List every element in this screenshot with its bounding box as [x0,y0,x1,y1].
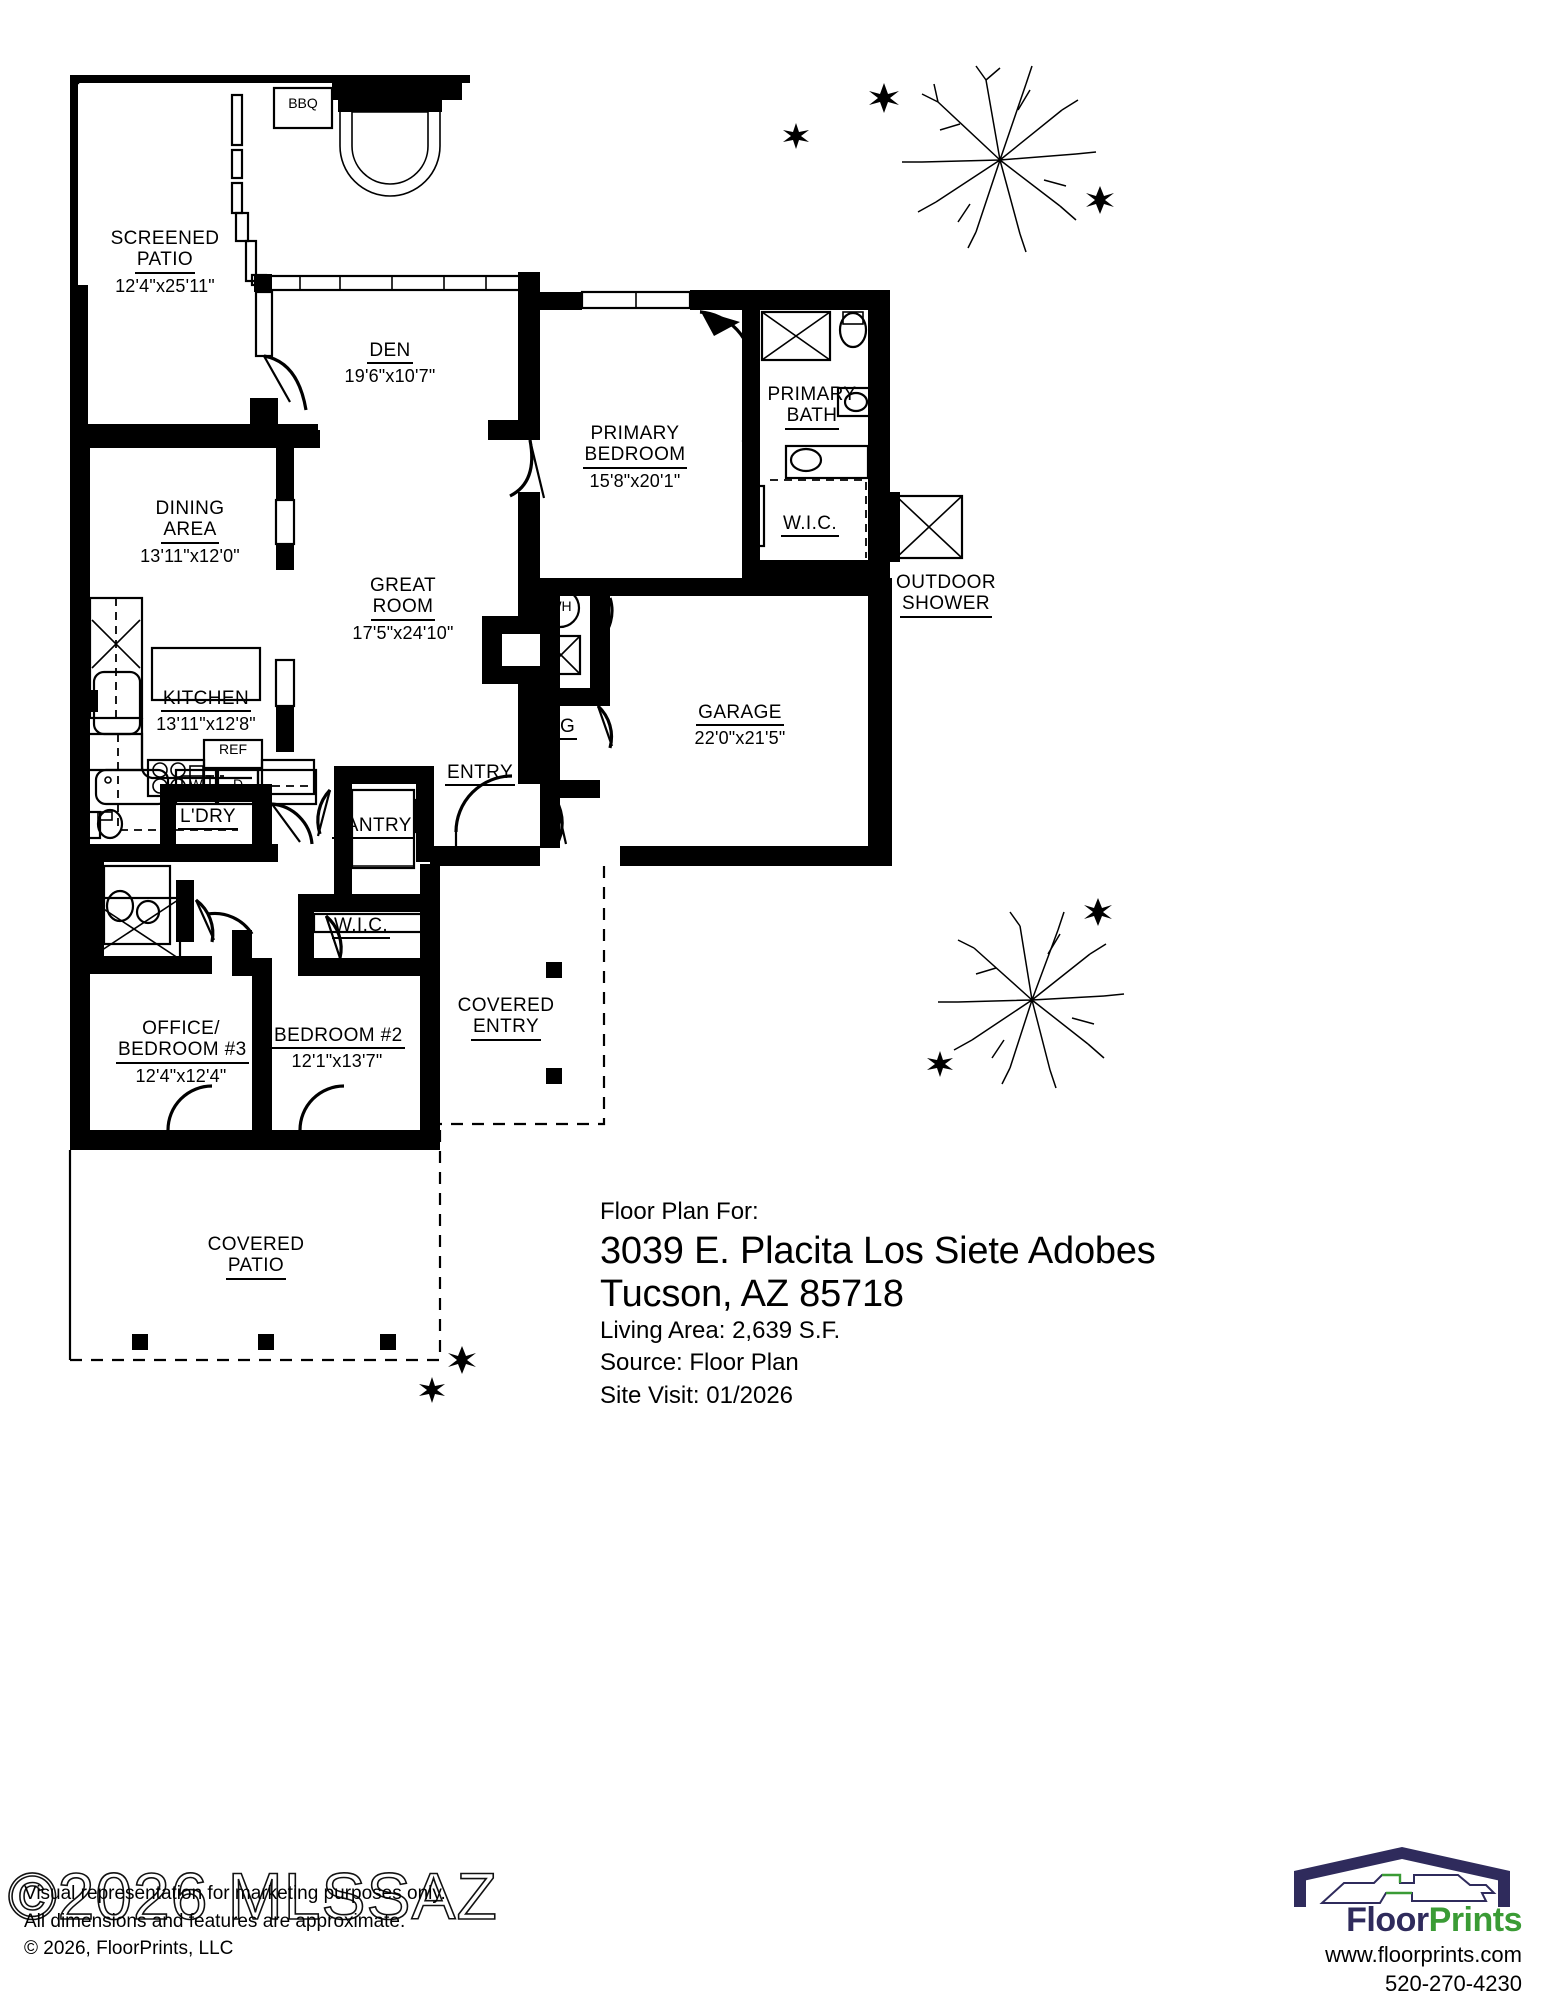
property-address-line2: Tucson, AZ 85718 [600,1272,904,1315]
room-name-line1: L'DRY [178,806,238,831]
title-intro: Floor Plan For: [600,1198,759,1225]
room-label-covered-entry: COVERED ENTRY [443,995,569,1041]
wordmark-part-floor: Floor [1346,1901,1429,1939]
room-label-outdoor-shower: OUTDOOR SHOWER [884,572,1008,618]
room-label-office-bedroom-3: OFFICE/ BEDROOM #3 12'4"x12'4" [116,1018,249,1086]
company-phone[interactable]: 520-270-4230 [1384,1970,1522,1996]
room-name-line2: SHOWER [900,593,992,618]
room-name-line1: KITCHEN [160,688,252,713]
hall-wic [207,894,438,976]
room-name-line1: GREAT [369,575,437,596]
room-dimension: 13'11"x12'0" [140,545,240,566]
room-name-line1: ENTRY [444,762,516,787]
room-name-line1: GARAGE [696,702,784,727]
floorprints-logo-block[interactable]: FloorPrints www.floorprints.com 520-270-… [1022,1845,1523,1998]
room-name-line1: STG [532,716,578,741]
room-name-line1: DINING [155,498,225,519]
room-label-entry: ENTRY [440,762,520,787]
room-label-primary-bath: PRIMARY BATH [757,384,867,430]
covered-entry-outline [438,866,606,1126]
room-name-line2: PATIO [134,249,196,274]
room-label-kitchen: KITCHEN 13'11"x12'8" [141,688,271,734]
company-website[interactable]: www.floorprints.com [1325,1942,1522,1967]
shrub-cluster [419,83,1114,1403]
primary-bath-fixtures [741,310,876,558]
garage-walls [539,578,892,866]
room-label-bedroom-2: BEDROOM #2 12'1"x13'7" [272,1025,405,1072]
wordmark-part-prints: Prints [1428,1901,1523,1939]
room-name-line2: BATH [784,405,840,430]
room-label-great-room: GREAT ROOM 17'5"x24'10" [338,575,468,643]
room-dimension: 13'11"x12'8" [156,714,256,735]
room-label-pantry: PANTRY [328,815,418,840]
lower-bedrooms-walls [70,780,440,1150]
room-name-line2: ENTRY [470,1016,542,1041]
laundry-fixtures [174,768,318,845]
room-label-wic-primary: W.I.C. [760,513,860,538]
floorprints-wordmark: FloorPrints [1022,1903,1522,1937]
room-name-line2: PATIO [225,1255,287,1280]
site-visit-date: Site Visit: 01/2026 [600,1381,794,1409]
room-label-covered-patio: COVERED PATIO [193,1234,319,1280]
fixture-label-bbq: BBQ [288,95,318,111]
room-label-garage: GARAGE 22'0"x21'5" [675,702,805,748]
room-name-line1: OUTDOOR [896,572,996,593]
room-name-line1: PANTRY [332,815,414,840]
bbq-counter [272,78,462,197]
room-dimension: 22'0"x21'5" [694,728,786,749]
room-name-line1: W.I.C. [780,513,840,538]
room-name-line1: W.I.C. [331,915,391,940]
room-name-line2: BEDROOM #3 [116,1039,249,1064]
room-dimension: 12'4"x12'4" [135,1065,227,1086]
primary-bedroom-walls [540,290,890,580]
room-name-line1: OFFICE/ [142,1018,220,1039]
room-name-line1: COVERED [457,995,555,1016]
room-label-laundry: L'DRY [168,806,248,831]
screen-wall [230,93,268,287]
hall-bath-fixtures [86,862,216,974]
room-label-wic-hall: W.I.C. [316,915,406,940]
room-name-line2: ROOM [370,596,436,621]
room-dimension: 15'8"x20'1" [589,470,681,491]
room-name-line2: BEDROOM [582,444,688,469]
title-block: Floor Plan For: 3039 E. Placita Los Siet… [600,1198,1160,1412]
fixture-label-refrigerator: REF [219,741,247,757]
room-label-den: DEN 19'6"x10'7" [325,340,455,386]
tree-large-bottom [938,911,1125,1089]
covered-patio-outline [68,1130,442,1362]
room-dimension: 12'4"x25'11" [115,275,215,296]
property-address-line1: 3039 E. Placita Los Siete Adobes [600,1230,1156,1272]
fixture-label-water-heater: WH [548,598,572,614]
room-label-primary-bedroom: PRIMARY BEDROOM 15'8"x20'1" [570,423,700,491]
room-dimension: 19'6"x10'7" [344,366,436,387]
outdoor-shower [890,492,964,562]
room-label-screened-patio: SCREENED PATIO 12'4"x25'11" [100,228,230,296]
room-name-line1: BEDROOM #2 [272,1025,405,1050]
room-label-stg: STG [527,716,583,741]
room-name-line1: PRIMARY [590,423,680,444]
copyright-line: © 2026, FloorPrints, LLC [24,1938,234,1960]
fixture-label-dryer: D [232,776,244,792]
house-roof-icon [1294,1847,1510,1907]
room-name-line1: DEN [367,340,413,365]
fixture-label-washer: W [189,776,203,792]
disclaimer-footer: Visual representation for marketing purp… [24,1880,446,1963]
dining-walls [70,424,318,780]
tree-large-top [902,65,1097,253]
room-name-line1: SCREENED [110,228,220,249]
disclaimer-line-2: All dimensions and features are approxim… [24,1910,406,1932]
room-name-line1: COVERED [207,1234,305,1255]
room-name-line1: PRIMARY [767,384,857,405]
disclaimer-line-1: Visual representation for marketing purp… [24,1883,446,1904]
room-name-line2: AREA [161,519,219,544]
room-label-dining-area: DINING AREA 13'11"x12'0" [125,498,255,566]
room-dimension: 12'1"x13'7" [291,1051,383,1072]
living-area: Living Area: 2,639 S.F. [600,1317,841,1345]
plan-source: Source: Floor Plan [600,1349,799,1377]
room-dimension: 17'5"x24'10" [352,622,454,643]
